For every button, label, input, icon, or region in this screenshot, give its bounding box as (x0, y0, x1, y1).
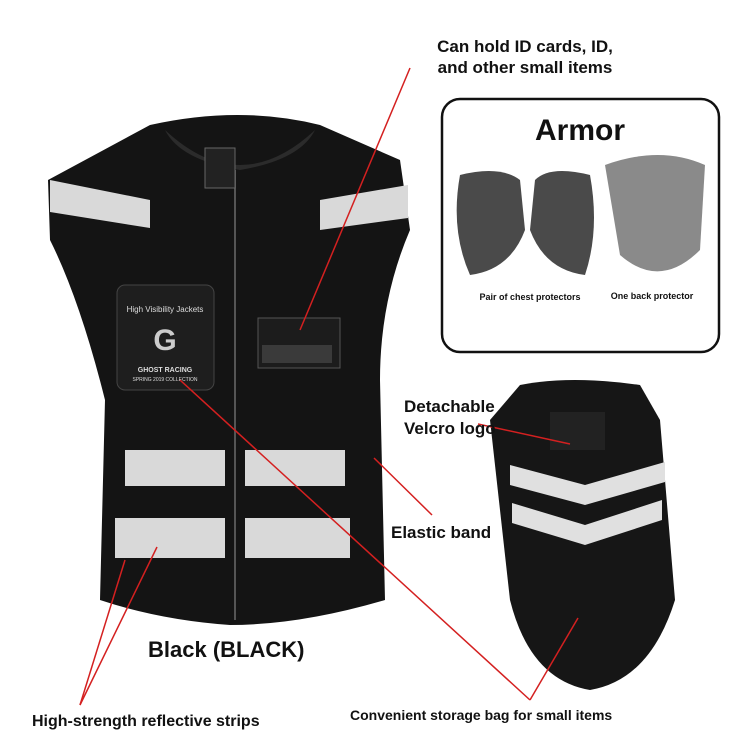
armor-panel: Armor Pair of chest protectors One back … (440, 97, 721, 354)
strips-callout: High-strength reflective strips (32, 713, 260, 730)
chest-caption: Pair of chest protectors (479, 292, 580, 302)
armor-title: Armor (535, 114, 625, 147)
front-vest: High Visibility Jackets G GHOST RACING S… (48, 115, 410, 625)
back-protector (605, 155, 705, 272)
patch-logo: G (153, 324, 176, 357)
id-pocket-callout-1: Can hold ID cards, ID, (437, 37, 613, 56)
patch-collection: SPRING 2019 COLLECTION (132, 377, 197, 383)
reflective-strip (320, 185, 408, 230)
velcro-logo-area (550, 412, 605, 450)
chest-protector-left (456, 171, 525, 275)
reflective-strip (125, 450, 225, 486)
storage-callout: Convenient storage bag for small items (350, 707, 612, 723)
back-vest (490, 380, 675, 690)
chest-patch (116, 284, 215, 391)
reflective-strip (245, 450, 345, 486)
color-label: Black (BLACK) (148, 637, 304, 662)
velcro-callout-1: Detachable (404, 397, 495, 416)
reflective-strip (115, 518, 225, 558)
callout-lines (79, 67, 579, 706)
reflective-strip (50, 180, 150, 228)
chest-protector-right (530, 171, 594, 275)
back-caption: One back protector (611, 291, 694, 301)
patch-top-text: High Visibility Jackets (127, 305, 204, 314)
reflective-strip (245, 518, 350, 558)
id-pocket-callout-2: and other small items (438, 58, 613, 77)
elastic-callout: Elastic band (391, 523, 491, 542)
velcro-callout-2: Velcro logo (404, 419, 496, 438)
patch-brand: GHOST RACING (138, 367, 193, 374)
